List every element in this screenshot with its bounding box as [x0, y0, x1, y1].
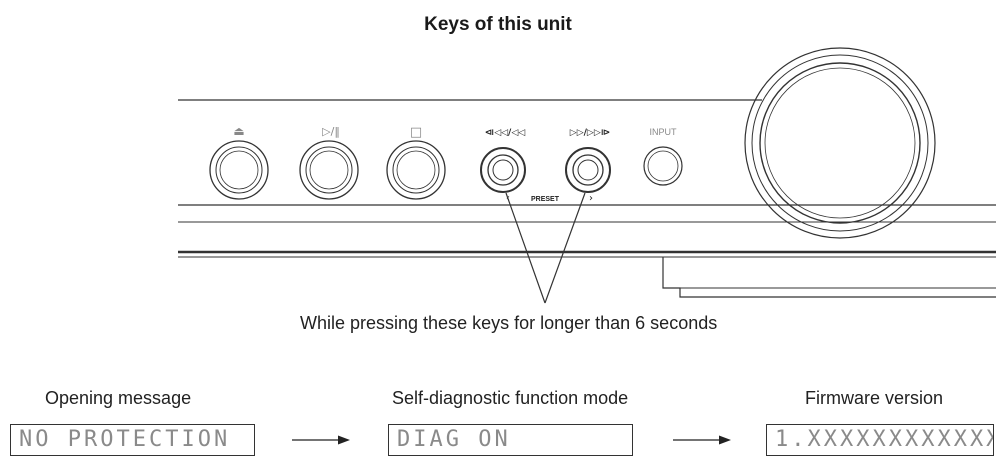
play-pause-icon: ▷/‖ — [322, 125, 340, 138]
play-pause-key — [299, 140, 359, 200]
firmware-version-display: 1.XXXXXXXXXXXX — [766, 424, 994, 456]
preset-right-mark: › — [589, 193, 593, 204]
stop-key — [386, 140, 446, 200]
preset-label: PRESET — [531, 196, 560, 203]
instruction-text: While pressing these keys for longer tha… — [300, 313, 718, 333]
opening-message-caption: Opening message — [45, 388, 192, 408]
skip-back-rewind-icon: ⧏◁◁/◁◁ — [485, 128, 525, 138]
key-symbols: ⏏ ▷/‖ □ ⧏◁◁/◁◁ ▷▷/▷▷⧐ INPUT — [233, 124, 677, 140]
flow-arrow-2 — [673, 435, 731, 445]
skip-forward-key — [565, 147, 611, 193]
stop-icon: □ — [410, 125, 422, 140]
volume-knob — [744, 47, 936, 239]
flow-arrow-1 — [292, 435, 350, 445]
forward-skip-icon: ▷▷/▷▷⧐ — [570, 128, 610, 138]
eject-icon: ⏏ — [233, 124, 244, 138]
input-key-label: INPUT — [650, 127, 678, 137]
input-key — [643, 146, 683, 186]
panel-outline — [178, 99, 996, 298]
self-diagnostic-caption: Self-diagnostic function mode — [392, 388, 629, 408]
firmware-version-caption: Firmware version — [805, 388, 944, 408]
eject-key — [209, 140, 269, 200]
panel-keys — [209, 140, 683, 200]
pointer-lines — [505, 192, 586, 304]
opening-message-display: NO PROTECTION — [10, 424, 255, 456]
skip-back-key — [480, 147, 526, 193]
page-title: Keys of this unit — [424, 14, 572, 35]
self-diagnostic-display: DIAG ON — [388, 424, 633, 456]
